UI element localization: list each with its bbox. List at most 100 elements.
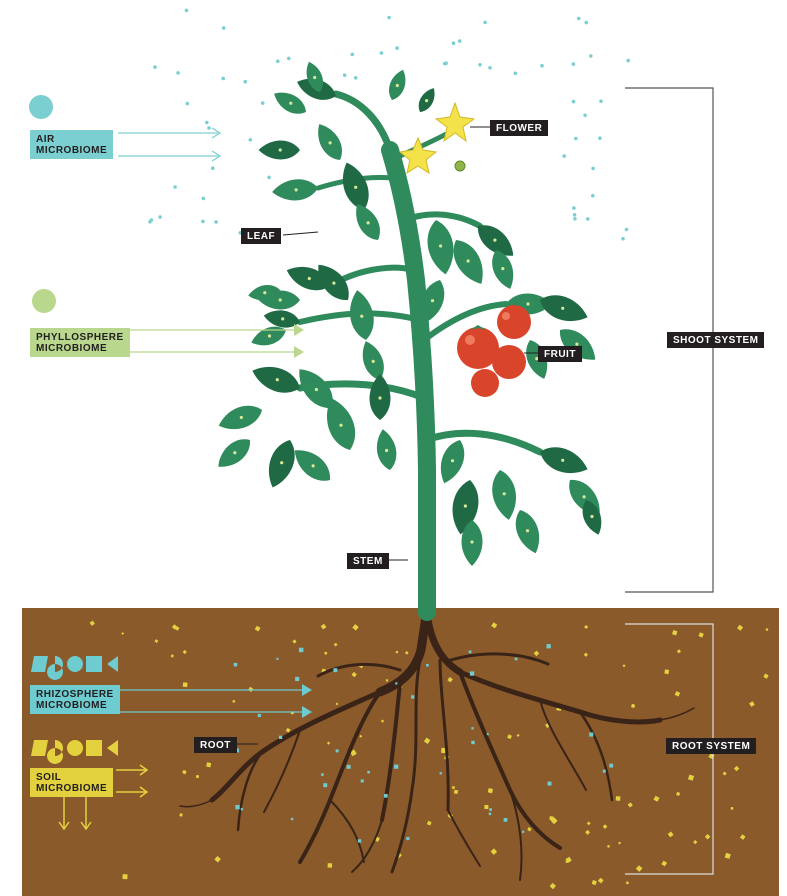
- air-microbe-dot: [625, 228, 629, 232]
- air-microbes: [148, 9, 630, 241]
- phyllosphere-microbe-dot: [263, 291, 266, 294]
- rhizosphere-particle: [276, 658, 278, 660]
- air-microbe-dot: [574, 137, 578, 141]
- phyllosphere-microbe-dot: [501, 267, 504, 270]
- air-microbe-dot: [458, 39, 462, 43]
- air-microbe-dot: [380, 51, 384, 55]
- rhizosphere-particle: [394, 765, 398, 769]
- phyllosphere-microbe-dot: [313, 76, 316, 79]
- air-microbe-dot: [562, 154, 566, 158]
- rhizosphere-particle: [426, 664, 429, 667]
- rhizosphere-particle: [333, 668, 337, 672]
- phyllosphere-microbe-dot: [308, 277, 311, 280]
- rhizosphere-particle: [234, 663, 238, 667]
- air-microbe-dot: [387, 16, 391, 20]
- phyllosphere-microbe-dot: [332, 282, 335, 285]
- soil-microbiome-label: SOIL MICROBIOME: [30, 768, 113, 797]
- air-microbe-dot: [540, 64, 544, 68]
- air-microbe-dot: [573, 217, 577, 221]
- rhizosphere-particle: [470, 671, 474, 675]
- air-microbiome-line2: MICROBIOME: [36, 145, 107, 156]
- rhizosphere-particle: [295, 677, 299, 681]
- phyllosphere-microbe-dot: [329, 141, 332, 144]
- rhizosphere-particle: [411, 695, 414, 698]
- air-microbe-dot: [201, 220, 205, 224]
- air-microbe-dot: [176, 71, 180, 75]
- rhizosphere-particle: [515, 658, 518, 661]
- phyllosphere-microbe-dot: [470, 540, 473, 543]
- rhizosphere-particle: [384, 794, 388, 798]
- phyllosphere-microbe-dot: [526, 302, 529, 305]
- phyllosphere-microbe-dot: [561, 307, 564, 310]
- air-microbe-dot: [276, 59, 280, 63]
- rhizosphere-particle: [603, 770, 606, 773]
- air-microbe-dot: [158, 215, 162, 219]
- phyllosphere-microbe-dot: [561, 459, 564, 462]
- phyllosphere-microbe-dot: [281, 317, 284, 320]
- soil-particle: [454, 790, 458, 794]
- air-arrows: [118, 128, 220, 161]
- rhizosphere-particle: [321, 773, 324, 776]
- phyllosphere-microbe-dot: [276, 378, 279, 381]
- air-microbe-dot: [249, 138, 253, 142]
- rhizosphere-particle: [235, 805, 239, 809]
- phyllosphere-microbe-icon: [32, 289, 56, 313]
- phyllosphere-microbe-dot: [360, 315, 363, 318]
- phyllosphere-microbe-dot: [503, 492, 506, 495]
- air-microbe-dot: [452, 41, 456, 45]
- air-microbe-dot: [150, 218, 154, 222]
- soil-particle: [549, 816, 553, 820]
- air-microbe-dot: [244, 80, 248, 84]
- phyllosphere-microbe-dot: [354, 186, 357, 189]
- rhizosphere-microbiome-line2: MICROBIOME: [36, 700, 114, 711]
- phyllosphere-microbe-dot: [396, 84, 399, 87]
- soil-microbiome-line2: MICROBIOME: [36, 783, 107, 794]
- rhizosphere-particle: [609, 764, 613, 768]
- rhizosphere-particle: [299, 648, 304, 653]
- air-microbe-dot: [577, 17, 581, 21]
- air-microbe-dot: [202, 197, 206, 201]
- rhizosphere-particle: [489, 813, 492, 816]
- soil-particle: [122, 874, 127, 879]
- air-microbe-dot: [395, 46, 399, 50]
- air-microbe-dot: [207, 126, 211, 130]
- rhizosphere-particle: [548, 782, 552, 786]
- air-microbe-dot: [585, 21, 589, 25]
- rhizosphere-particle: [487, 733, 489, 735]
- air-microbe-dot: [221, 77, 225, 81]
- phyllosphere-microbe-dot: [590, 515, 593, 518]
- rhizosphere-particle: [367, 771, 370, 774]
- phyllosphere-microbe-dot: [268, 334, 271, 337]
- rhizosphere-particle: [358, 839, 361, 842]
- air-microbe-dot: [267, 176, 271, 180]
- phyllosphere-microbe-dot: [493, 239, 496, 242]
- phyllosphere-microbe-dot: [378, 396, 381, 399]
- air-microbe-dot: [589, 54, 593, 58]
- air-microbe-dot: [572, 62, 576, 66]
- air-microbe-dot: [211, 166, 215, 170]
- rhizosphere-particle: [522, 831, 524, 833]
- air-microbe-dot: [214, 220, 218, 224]
- soil-particle: [183, 682, 188, 687]
- fruit-label: FRUIT: [538, 346, 582, 362]
- soil-particle: [206, 762, 211, 767]
- rhizosphere-particle: [589, 733, 593, 737]
- soil-particle: [336, 703, 338, 705]
- phyllosphere-microbe-dot: [280, 461, 283, 464]
- air-microbe-dot: [583, 114, 587, 118]
- leaf-label: LEAF: [241, 228, 281, 244]
- air-microbe-dot: [621, 237, 625, 241]
- air-microbe-dot: [488, 66, 492, 70]
- phyllosphere-microbe-dot: [339, 424, 342, 427]
- soil-particle: [731, 807, 734, 810]
- rhizosphere-particle: [395, 682, 397, 684]
- rhizosphere-particle: [504, 818, 508, 822]
- rhizosphere-particle: [440, 772, 442, 774]
- phyllosphere-microbe-dot: [385, 449, 388, 452]
- rhizosphere-particle: [291, 818, 293, 820]
- air-microbe-dot: [572, 206, 576, 210]
- air-microbe-dot: [444, 61, 448, 65]
- phyllosphere-microbiome-line1: PHYLLOSPHERE: [36, 332, 124, 343]
- air-microbiome-label: AIR MICROBIOME: [30, 130, 113, 159]
